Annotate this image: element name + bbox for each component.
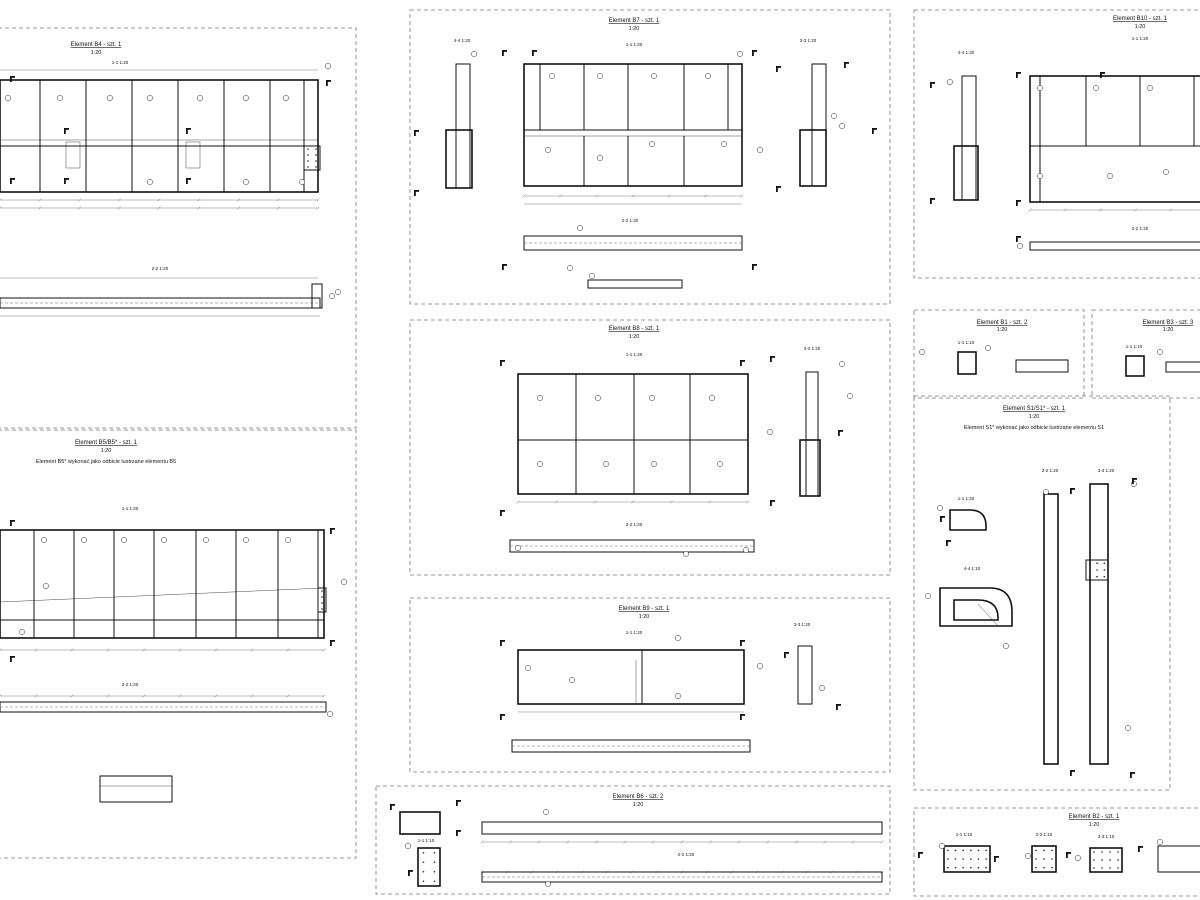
- element-b9-scale: 1:20: [639, 614, 650, 620]
- element-s1-title: Element S1/S1* - szt. 1: [1003, 406, 1066, 412]
- element-b5-note: Element B5* wykonać jako odbicie lustrza…: [36, 459, 176, 465]
- element-b3-scale: 1:20: [1163, 327, 1174, 333]
- b7-section-2: 2-2 1:20: [622, 218, 639, 223]
- element-b4-title: Element B4 - szt. 1: [71, 42, 122, 48]
- element-b7-panel: Element B7 - szt. 1 1:20 4-4 1:20 1-1 1:…: [445, 18, 827, 289]
- element-b5-panel: Element B5/B5* - szt. 1 1:20 Element B5*…: [0, 440, 327, 803]
- b2-section-1: 1-1 1:10: [956, 832, 973, 837]
- b10-section-4: 4-4 1:20: [958, 50, 975, 55]
- element-b10-title: Element B10 - szt. 1: [1113, 16, 1168, 22]
- b6-section-1: 1-1 1:10: [418, 838, 435, 843]
- element-s1-panel: Element S1/S1* - szt. 1 1:20 Element S1*…: [939, 406, 1115, 765]
- element-b2-panel: Element B2 - szt. 1 1:20 1-1 1:10 2-2 1:…: [943, 814, 1200, 873]
- element-b5-title: Element B5/B5* - szt. 1: [75, 440, 138, 446]
- element-b4-panel: Element B4 - szt. 1 1:20 1-1 1:20 2-2 1:…: [0, 42, 323, 317]
- b4-section-1: 1-1 1:20: [112, 60, 129, 65]
- element-b3-title: Element B3 - szt. 3: [1143, 320, 1194, 326]
- b7-section-4: 4-4 1:20: [454, 38, 471, 43]
- b10-section-2: 2-2 1:20: [1132, 226, 1149, 231]
- b7-section-3: 3-3 1:20: [800, 38, 817, 43]
- b10-section-1: 1-1 1:20: [1132, 36, 1149, 41]
- element-b6-title: Element B6 - szt. 2: [613, 794, 664, 800]
- b1-section-1: 1-1 1:10: [958, 340, 975, 345]
- element-b1-title: Element B1 - szt. 2: [977, 320, 1028, 326]
- b2-section-2: 2-2 1:10: [1036, 832, 1053, 837]
- element-b9-panel: Element B9 - szt. 1 1:20 1-1 1:20 3-3 1:…: [511, 606, 813, 753]
- element-b4-scale: 1:20: [91, 50, 102, 56]
- b2-section-3: 3-3 1:10: [1098, 834, 1115, 839]
- b6-section-2: 2-2 1:20: [678, 852, 695, 857]
- element-b2-scale: 1:20: [1089, 822, 1100, 828]
- s1-section-2: 2-2 1:20: [1042, 468, 1059, 473]
- element-b9-title: Element B9 - szt. 1: [619, 606, 670, 612]
- element-b2-title: Element B2 - szt. 1: [1069, 814, 1120, 820]
- element-b5-scale: 1:20: [101, 448, 112, 454]
- element-b6-scale: 1:20: [633, 802, 644, 808]
- b3-section-1: 1-1 1:10: [1126, 344, 1143, 349]
- element-b1-scale: 1:20: [997, 327, 1008, 333]
- drawing-annotations: [0, 50, 1173, 887]
- b4-section-2: 2-2 1:20: [152, 266, 169, 271]
- element-b1-panel: Element B1 - szt. 2 1:20 1-1 1:10: [957, 320, 1069, 375]
- element-b7-scale: 1:20: [629, 26, 640, 32]
- element-b8-panel: Element B8 - szt. 1 1:20 1-1 1:20 3-3 1:…: [509, 326, 821, 553]
- element-s1-note: Element S1* wykonać jako odbicie lustrza…: [964, 425, 1104, 431]
- element-b6-panel: Element B6 - szt. 2 1:20 1-1 1:10 2-2 1:…: [399, 794, 883, 887]
- s1-section-3: 3-3 1:20: [1098, 468, 1115, 473]
- b9-section-3: 3-3 1:20: [794, 622, 811, 627]
- element-b10-scale: 1:20: [1135, 24, 1146, 30]
- element-b8-title: Element B8 - szt. 1: [609, 326, 660, 332]
- b7-section-1: 1-1 1:20: [626, 42, 643, 47]
- element-b10-panel: Element B10 - szt. 1 1:20 4-4 1:20 1-1 1…: [953, 16, 1200, 251]
- b8-section-1: 1-1 1:20: [626, 352, 643, 357]
- s1-section-4: 4-4 1:10: [964, 566, 981, 571]
- element-b7-title: Element B7 - szt. 1: [609, 18, 660, 24]
- b4-frame: [0, 79, 319, 193]
- element-b3-panel: Element B3 - szt. 3 1:20 1-1 1:10: [1125, 320, 1200, 377]
- b9-section-1: 1-1 1:20: [626, 630, 643, 635]
- panel-frames: [0, 9, 1200, 897]
- s1-section-1: 1-1 1:20: [958, 496, 975, 501]
- b5-section-2: 2-2 1:20: [122, 682, 139, 687]
- element-b8-scale: 1:20: [629, 334, 640, 340]
- b8-section-2: 2-2 1:20: [626, 522, 643, 527]
- element-s1-scale: 1:20: [1029, 414, 1040, 420]
- b8-section-3: 3-3 1:20: [804, 346, 821, 351]
- b5-section-1: 1-1 1:20: [122, 506, 139, 511]
